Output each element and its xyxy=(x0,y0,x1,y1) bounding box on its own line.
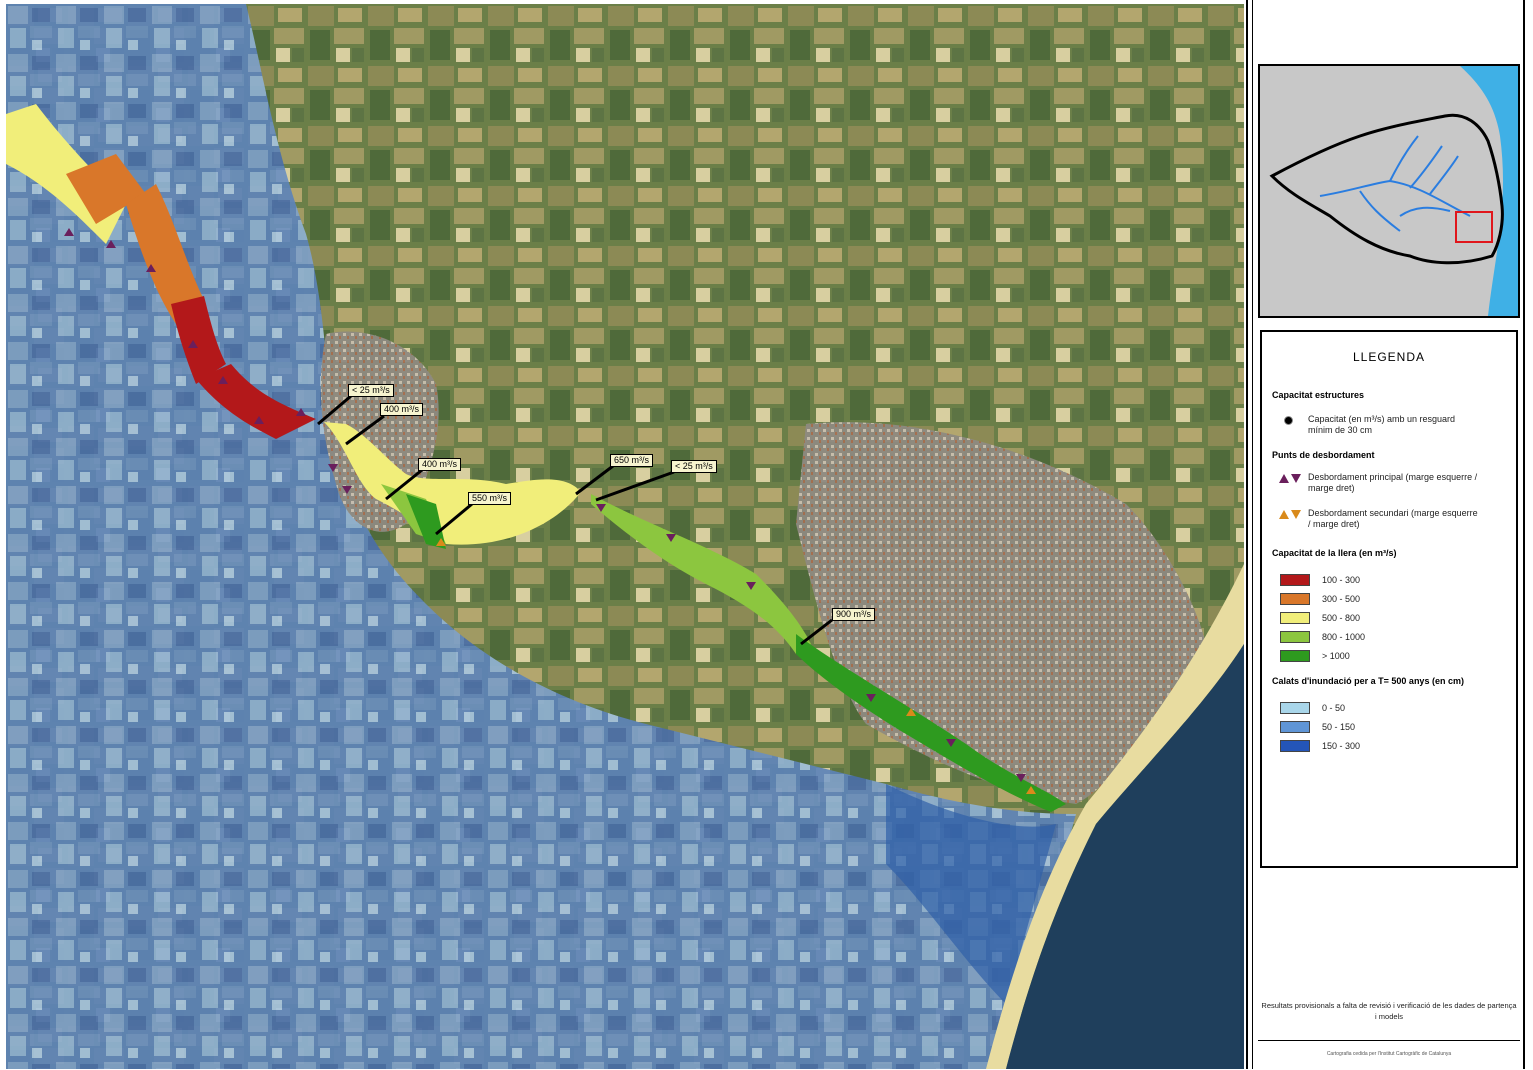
overflow-marker xyxy=(296,408,306,416)
swatch-label: 0 - 50 xyxy=(1322,703,1346,713)
overflow-marker xyxy=(328,464,338,472)
overflow-marker xyxy=(218,376,228,384)
overflow-marker xyxy=(596,504,606,512)
overflow-markers xyxy=(64,228,1026,782)
swatch-150-300 xyxy=(1280,740,1310,752)
inset-sea xyxy=(1460,66,1518,316)
channel-gt-1000-a xyxy=(406,494,446,549)
swatch-gt-1000 xyxy=(1280,650,1310,662)
overflow-marker xyxy=(64,228,74,236)
legend-channel-heading: Capacitat de la llera (en m³/s) xyxy=(1272,548,1397,558)
inset-frame xyxy=(1455,211,1493,243)
swatch-300-500 xyxy=(1280,593,1310,605)
callout-c3: 400 m³/s xyxy=(418,458,462,471)
callout-c7: 900 m³/s xyxy=(832,608,876,621)
callout-c4: 550 m³/s xyxy=(468,492,512,505)
overflow-marker xyxy=(1016,774,1026,782)
credit-box: Cartografia cedida per l'Institut Cartog… xyxy=(1258,1040,1520,1070)
overflow-marker xyxy=(946,739,956,747)
overflow-marker xyxy=(746,582,756,590)
legend-title: LLEGENDA xyxy=(1352,350,1426,364)
provisional-note: Resultats provisionals a falta de revisi… xyxy=(1261,1001,1517,1021)
overflow-marker xyxy=(254,416,264,424)
channel-500-800-b xyxy=(324,422,581,545)
swatch-label: 800 - 1000 xyxy=(1322,632,1366,642)
panel-frame xyxy=(1252,0,1525,1069)
swatch-label: 150 - 300 xyxy=(1322,741,1361,751)
overflow-secondary-icon xyxy=(1279,510,1301,519)
inset-locator-map xyxy=(1258,64,1520,318)
river-channel xyxy=(6,104,1066,812)
overflow-marker xyxy=(342,486,352,494)
channel-gt-1000-b xyxy=(796,634,1066,812)
swatch-0-50 xyxy=(1280,702,1310,714)
map-view[interactable]: < 25 m³/s 400 m³/s 400 m³/s 550 m³/s 650… xyxy=(6,4,1244,1069)
side-panel: LLEGENDA Capacitat estructures Capacitat… xyxy=(1246,0,1533,1069)
map-canvas[interactable] xyxy=(6,4,1244,1069)
swatch-label: 500 - 800 xyxy=(1322,613,1361,623)
callout-leaders xyxy=(317,394,833,646)
legend-overflow-primary: Desbordament principal (marge esquerre /… xyxy=(1308,472,1478,493)
legend-overflow-secondary: Desbordament secundari (marge esquerre /… xyxy=(1308,508,1478,529)
inset-rivers xyxy=(1319,135,1471,232)
legend-structures-heading: Capacitat estructures xyxy=(1272,390,1365,400)
channel-300-500-b xyxy=(126,184,206,324)
channel-100-300 xyxy=(171,296,226,384)
structure-dot-icon xyxy=(1284,416,1293,425)
swatch-label: 300 - 500 xyxy=(1322,594,1361,604)
channel-800-1000-b xyxy=(591,494,811,654)
legend-overflow-heading: Punts de desbordament xyxy=(1272,450,1375,460)
inset-map-canvas xyxy=(1260,66,1518,316)
sea xyxy=(1006,644,1244,1069)
overflow-marker xyxy=(146,264,156,272)
overflow-marker xyxy=(666,534,676,542)
overflow-markers-secondary xyxy=(436,538,1036,794)
flood-extent xyxy=(6,4,1076,1069)
callout-c2: 400 m³/s xyxy=(380,403,424,416)
legend: LLEGENDA Capacitat estructures Capacitat… xyxy=(1260,330,1518,868)
overflow-marker-secondary xyxy=(906,708,916,716)
flood-deep xyxy=(886,784,1056,1004)
swatch-800-1000 xyxy=(1280,631,1310,643)
overflow-primary-icon xyxy=(1279,474,1301,483)
callout-c5: 650 m³/s xyxy=(610,454,654,467)
swatch-50-150 xyxy=(1280,721,1310,733)
beach xyxy=(986,564,1244,1069)
legend-flood-heading: Calats d'inundació per a T= 500 anys (en… xyxy=(1272,676,1464,686)
swatch-label: > 1000 xyxy=(1322,651,1350,661)
callout-c6: < 25 m³/s xyxy=(671,460,717,473)
swatch-100-300 xyxy=(1280,574,1310,586)
credit-text: Cartografia cedida per l'Institut Cartog… xyxy=(1326,1051,1452,1057)
callout-c1: < 25 m³/s xyxy=(348,384,394,397)
overflow-marker-secondary xyxy=(436,538,446,546)
inset-basin xyxy=(1269,113,1504,265)
legend-structures-item: Capacitat (en m³/s) amb un resguard míni… xyxy=(1308,414,1456,435)
swatch-label: 100 - 300 xyxy=(1322,575,1361,585)
overflow-marker xyxy=(866,694,876,702)
swatch-label: 50 - 150 xyxy=(1322,722,1356,732)
swatch-500-800 xyxy=(1280,612,1310,624)
channel-300-500 xyxy=(66,154,146,224)
overflow-marker xyxy=(106,240,116,248)
overflow-marker xyxy=(188,340,198,348)
overflow-marker-secondary xyxy=(1026,786,1036,794)
